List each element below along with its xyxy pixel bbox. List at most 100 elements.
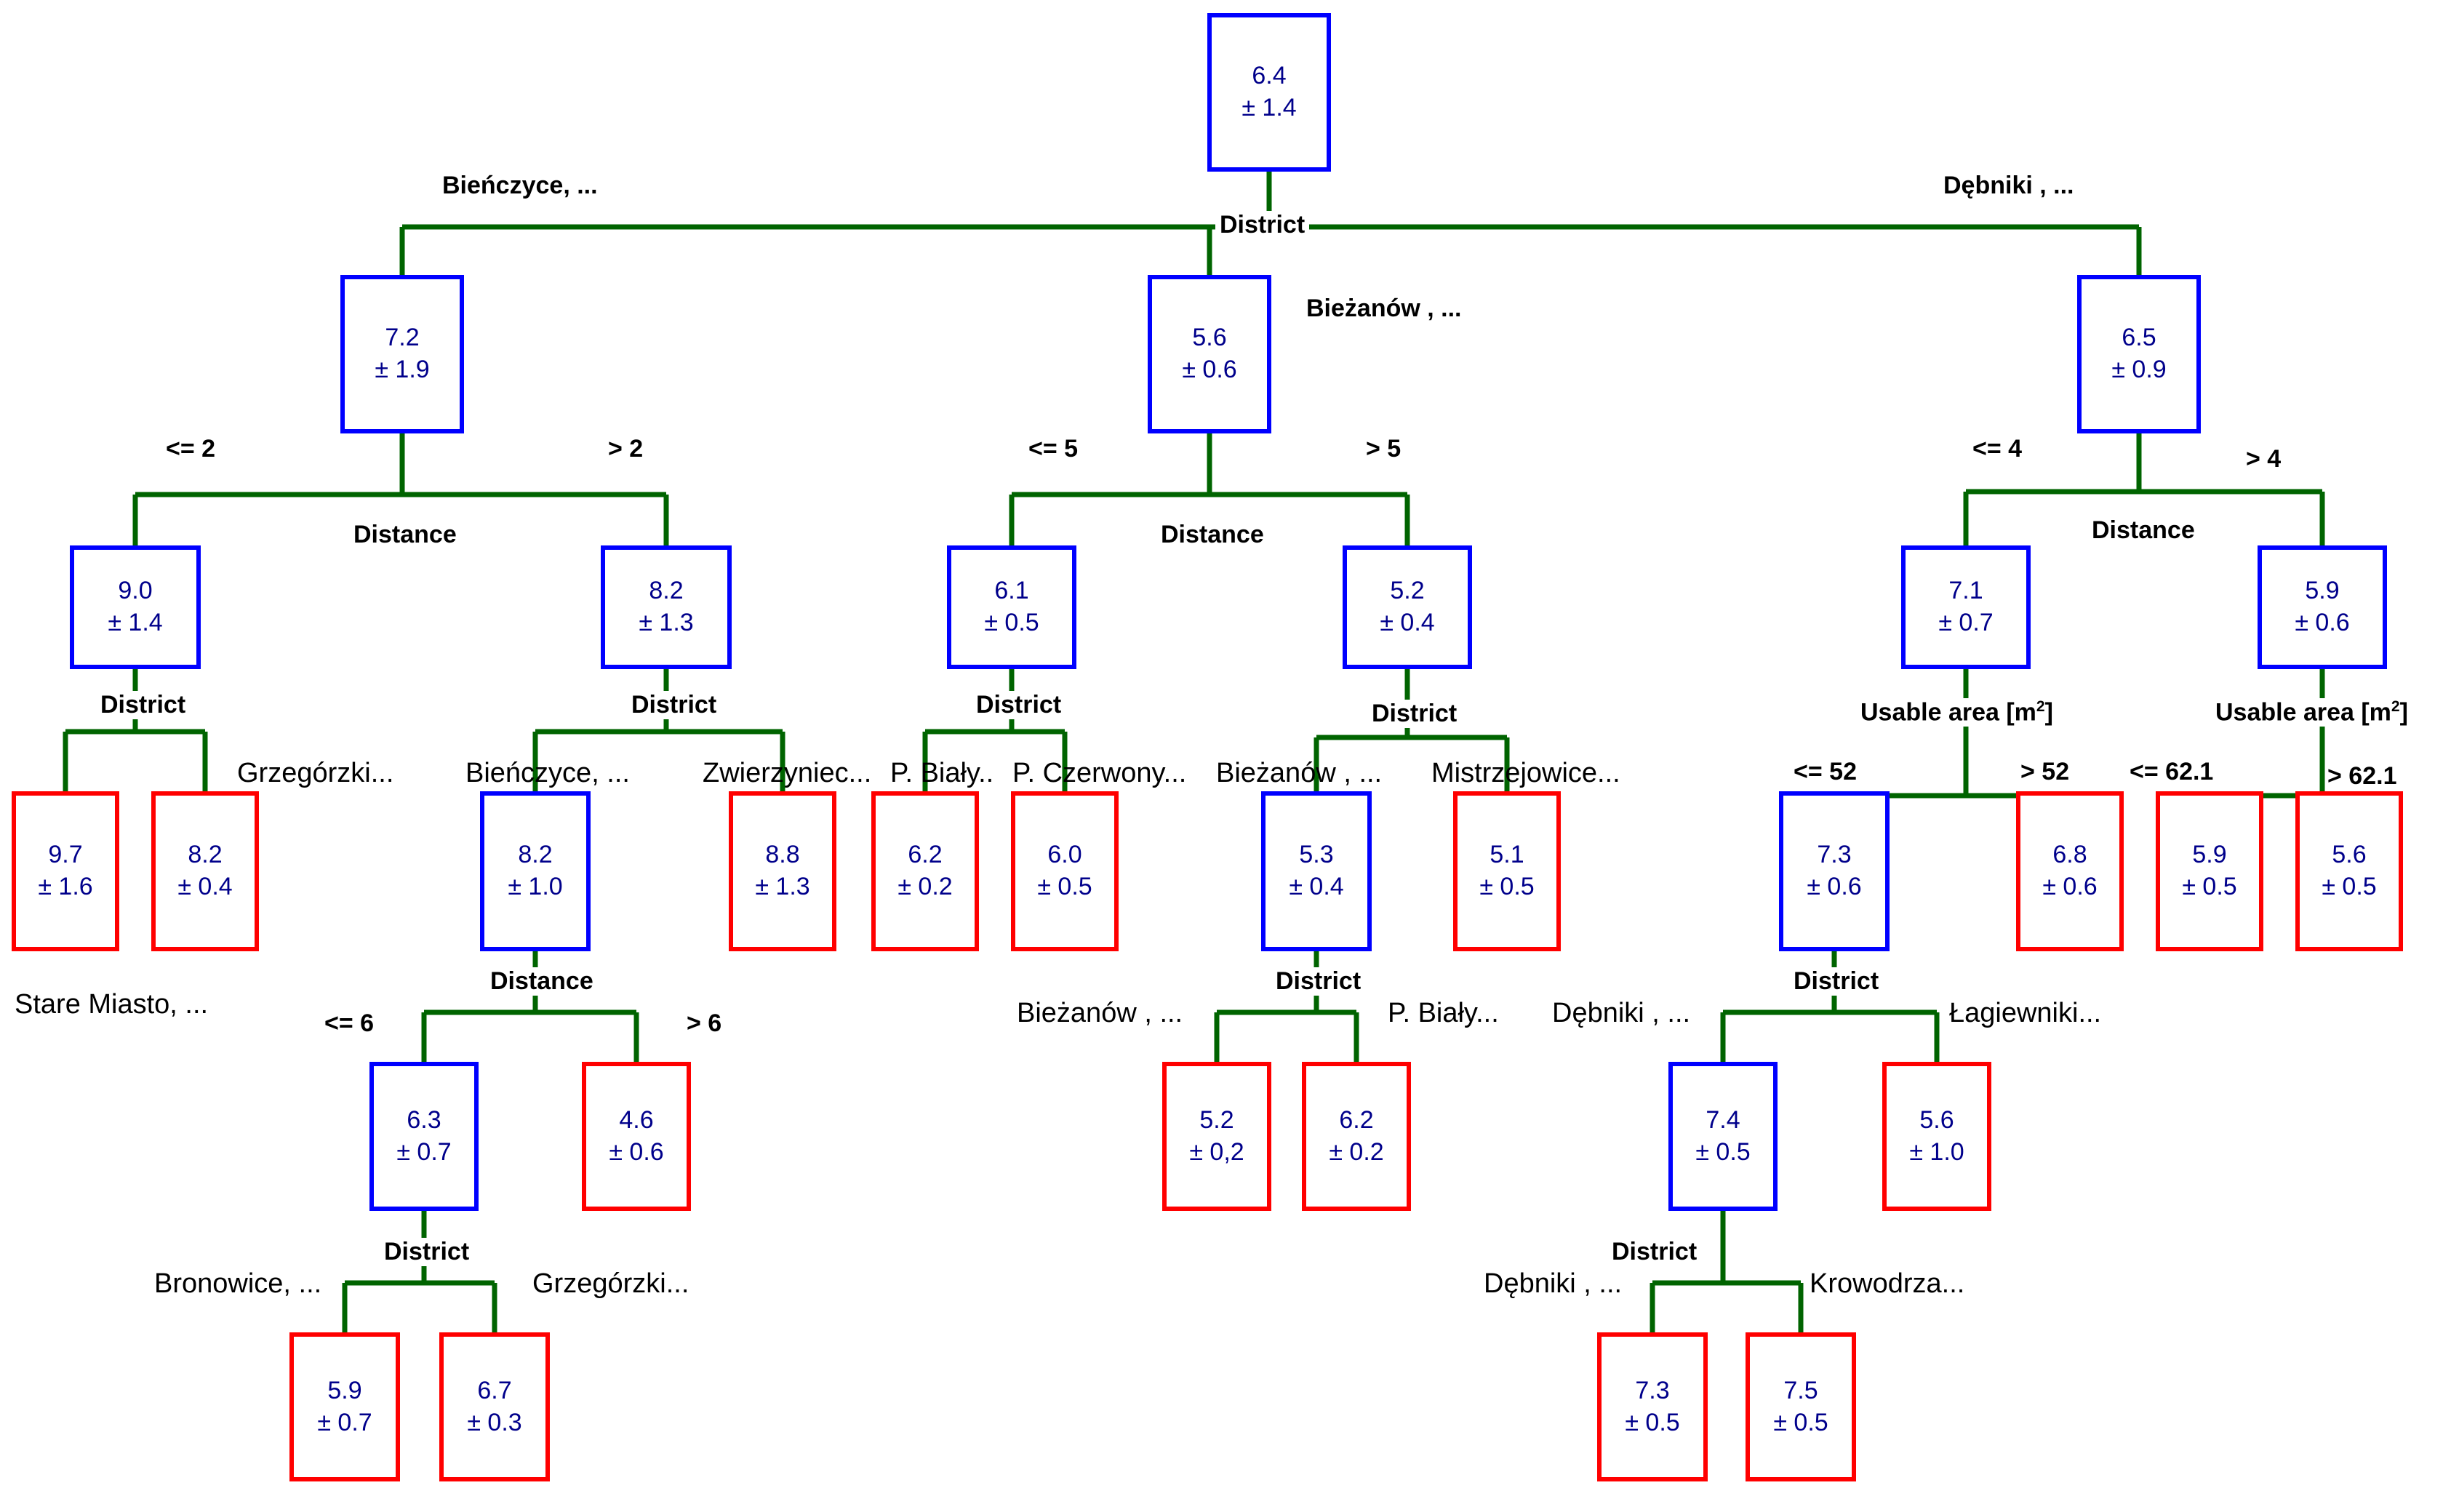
node-error-value: ± 1.4 <box>1242 94 1297 121</box>
tree-internal-node: 7.2± 1.9 <box>340 275 464 433</box>
branch-condition-label: Łagiewniki... <box>1949 998 2102 1028</box>
node-error-value: ± 0.4 <box>177 873 233 900</box>
branch-condition-label: Krowodrza... <box>1810 1268 1965 1299</box>
branch-condition-label: > 6 <box>687 1009 722 1037</box>
node-mean-value: 6.2 <box>908 841 943 869</box>
tree-internal-node: 6.3± 0.7 <box>369 1062 479 1211</box>
branch-condition-label: Zwierzyniec... <box>703 758 872 788</box>
node-mean-value: 5.6 <box>1919 1105 1954 1134</box>
node-error-value: ± 0.5 <box>984 609 1039 636</box>
tree-leaf-node: 6.0 ± 0.5 <box>1011 791 1119 951</box>
node-mean-value: 6.1 <box>994 577 1029 605</box>
node-mean-value: 6.4 <box>1252 62 1287 90</box>
node-error-value: ± 0.7 <box>1938 609 1994 636</box>
split-variable-label: District <box>1789 967 1884 996</box>
tree-leaf-node: 6.2± 0.2 <box>1302 1062 1411 1211</box>
node-mean-value: 5.1 <box>1490 841 1524 869</box>
node-mean-value: 7.4 <box>1706 1105 1740 1134</box>
tree-internal-node: 5.6 ± 0.6 <box>1148 275 1271 433</box>
branch-condition-label: Dębniki , ... <box>1943 172 2074 199</box>
branch-condition-label: Stare Miasto, ... <box>15 989 209 1020</box>
node-mean-value: 5.9 <box>327 1376 362 1404</box>
split-variable-label: Distance <box>486 967 598 996</box>
branch-condition-label: <= 6 <box>324 1009 375 1037</box>
node-mean-value: 7.3 <box>1635 1376 1670 1404</box>
node-mean-value: 5.6 <box>1192 324 1227 352</box>
tree-leaf-node: 6.2± 0.2 <box>871 791 979 951</box>
node-error-value: ± 0.5 <box>1773 1408 1828 1436</box>
branch-condition-label: <= 5 <box>1028 435 1079 463</box>
node-mean-value: 6.0 <box>1047 841 1082 869</box>
node-error-value: ± 1.0 <box>508 873 563 900</box>
branch-condition-label: Grzegórzki... <box>532 1268 689 1299</box>
branch-condition-label: Bieżanów , ... <box>1216 758 1383 788</box>
tree-internal-node: 6.4 ± 1.4 <box>1207 13 1331 172</box>
node-error-value: ± 0.7 <box>396 1137 452 1166</box>
split-variable-label: District <box>1215 211 1310 239</box>
split-variable-label: District <box>1607 1238 1702 1266</box>
tree-leaf-node: 5.1± 0.5 <box>1453 791 1561 951</box>
split-variable-label: District <box>1367 700 1462 728</box>
node-error-value: ± 1.4 <box>108 609 163 636</box>
branch-condition-label: <= 2 <box>166 435 216 463</box>
node-error-value: ± 1.3 <box>639 609 694 636</box>
node-mean-value: 4.6 <box>619 1105 654 1134</box>
node-mean-value: 8.8 <box>765 841 800 869</box>
split-variable-label: Usable area [m2] <box>1856 698 2058 727</box>
tree-internal-node: 7.1 ± 0.7 <box>1901 545 2031 669</box>
node-error-value: ± 0.6 <box>2042 873 2098 900</box>
branch-condition-label: <= 62.1 <box>2130 758 2214 785</box>
tree-leaf-node: 4.6 ± 0.6 <box>582 1062 691 1211</box>
branch-condition-label: Bieńczyce, ... <box>442 172 598 199</box>
tree-internal-node: 6.5± 0.9 <box>2077 275 2201 433</box>
split-variable-label: District <box>96 691 191 719</box>
split-variable-label: Distance <box>349 521 461 549</box>
tree-internal-node: 7.3± 0.6 <box>1779 791 1890 951</box>
node-mean-value: 8.2 <box>649 577 684 605</box>
tree-internal-node: 5.3± 0.4 <box>1261 791 1372 951</box>
node-mean-value: 5.3 <box>1299 841 1334 869</box>
node-error-value: ± 0.4 <box>1380 609 1435 636</box>
branch-condition-label: Grzegórzki... <box>237 758 394 788</box>
branch-condition-label: Bronowice, ... <box>154 1268 322 1299</box>
tree-leaf-node: 8.2 ± 0.4 <box>151 791 259 951</box>
branch-condition-label: Bieżanów , ... <box>1017 998 1183 1028</box>
split-variable-label: Distance <box>2087 516 2199 545</box>
node-error-value: ± 0.5 <box>1037 873 1092 900</box>
node-mean-value: 8.2 <box>188 841 223 869</box>
node-error-value: ± 0.6 <box>1182 356 1237 383</box>
superscript-two: 2 <box>2391 698 2400 715</box>
node-mean-value: 5.6 <box>2332 841 2367 869</box>
split-variable-label: Distance <box>1156 521 1268 549</box>
tree-leaf-node: 5.9 ± 0.7 <box>289 1332 400 1481</box>
branch-condition-label: > 62.1 <box>2327 762 2397 790</box>
node-error-value: ± 0.6 <box>1807 873 1862 900</box>
node-error-value: ± 1.0 <box>1909 1137 1964 1166</box>
branch-condition-label: Bieżanów , ... <box>1306 295 1462 322</box>
node-mean-value: 7.5 <box>1783 1376 1818 1404</box>
split-variable-label: Usable area [m2] <box>2211 698 2412 727</box>
tree-leaf-node: 9.7± 1.6 <box>12 791 119 951</box>
node-error-value: ± 0.5 <box>2182 873 2237 900</box>
node-mean-value: 7.1 <box>1948 577 1983 605</box>
branch-condition-label: Dębniki , ... <box>1552 998 1691 1028</box>
split-variable-label: District <box>972 691 1066 719</box>
node-error-value: ± 0.6 <box>609 1137 664 1166</box>
tree-internal-node: 8.2 ± 1.0 <box>480 791 591 951</box>
tree-internal-node: 8.2 ± 1.3 <box>601 545 732 669</box>
branch-condition-label: > 52 <box>2020 758 2070 785</box>
node-error-value: ± 0.7 <box>317 1408 372 1436</box>
node-error-value: ± 0.5 <box>1625 1408 1680 1436</box>
branch-condition-label: Bieńczyce, ... <box>465 758 630 788</box>
node-mean-value: 9.0 <box>118 577 153 605</box>
tree-leaf-node: 7.3 ± 0.5 <box>1597 1332 1708 1481</box>
tree-leaf-node: 5.2± 0,2 <box>1162 1062 1271 1211</box>
branch-condition-label: > 2 <box>608 435 644 463</box>
node-mean-value: 5.9 <box>2192 841 2227 869</box>
node-mean-value: 8.2 <box>518 841 553 869</box>
branch-condition-label: P. Czerwony... <box>1012 758 1187 788</box>
node-mean-value: 6.7 <box>477 1376 512 1404</box>
node-error-value: ± 1.6 <box>38 873 93 900</box>
tree-leaf-node: 6.7± 0.3 <box>439 1332 550 1481</box>
